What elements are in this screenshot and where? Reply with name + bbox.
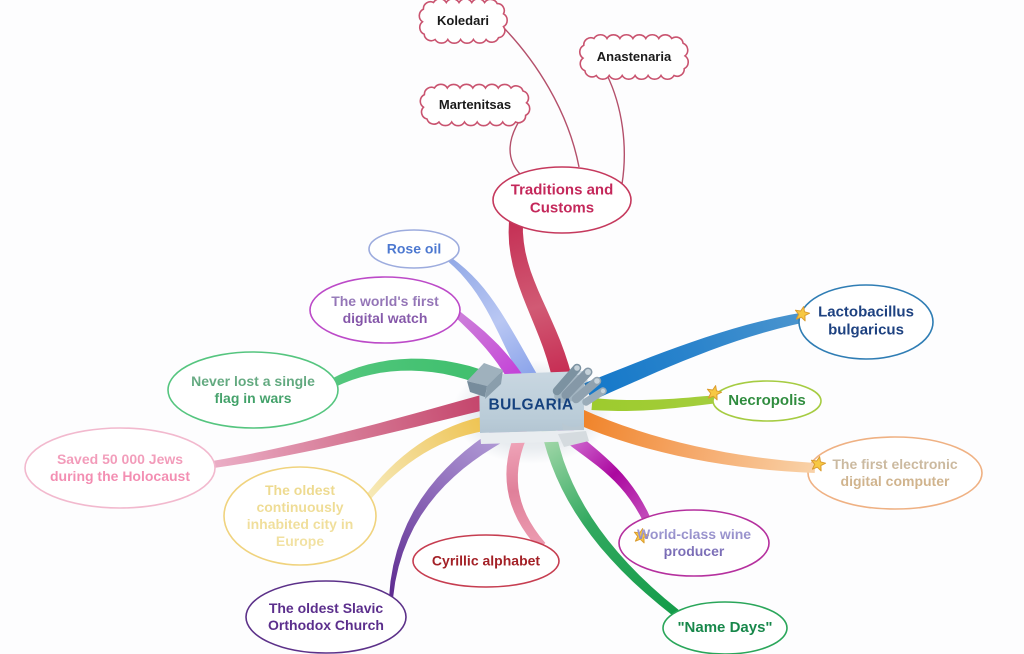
connector-anastenaria xyxy=(606,74,625,185)
label-anastenaria[interactable]: Anastenaria xyxy=(579,49,689,65)
branch-lactobacillus xyxy=(584,312,807,401)
label-flag[interactable]: Never lost a single flag in wars xyxy=(182,373,324,407)
label-martenitsas[interactable]: Martenitsas xyxy=(420,97,530,113)
branch-rose-oil xyxy=(447,257,545,397)
label-cyrillic[interactable]: Cyrillic alphabet xyxy=(418,552,554,569)
branch-wine xyxy=(555,422,652,524)
branch-cyrillic xyxy=(506,427,546,549)
finger-cap xyxy=(574,365,580,371)
label-jews[interactable]: Saved 50 000 Jews during the Holocaust xyxy=(41,451,199,485)
branch-name-days xyxy=(541,426,679,617)
node-flag[interactable] xyxy=(167,351,339,429)
label-lactobacillus[interactable]: Lactobacillus bulgaricus xyxy=(810,304,922,341)
node-rose-oil[interactable] xyxy=(368,229,460,269)
finger-cap xyxy=(594,378,600,384)
finger-icon xyxy=(552,363,582,396)
thumb-side-face xyxy=(485,370,503,399)
page-curl-icon xyxy=(562,423,584,430)
connector-koledari xyxy=(502,26,580,168)
node-computer[interactable] xyxy=(807,436,983,510)
label-traditions[interactable]: Traditions and Customs xyxy=(500,182,624,219)
node-traditions[interactable] xyxy=(492,166,632,234)
node-martenitsas[interactable] xyxy=(419,83,531,127)
node-wine[interactable] xyxy=(618,509,770,577)
star-icon[interactable] xyxy=(706,385,723,401)
finger-icon xyxy=(571,376,602,404)
page-fold-flap xyxy=(558,431,589,447)
label-koledari[interactable]: Koledari xyxy=(418,13,508,29)
label-necropolis[interactable]: Necropolis xyxy=(717,392,817,410)
node-lactobacillus[interactable] xyxy=(798,284,934,360)
branch-necropolis xyxy=(591,395,719,411)
finger-cap xyxy=(600,388,606,394)
finger-icon xyxy=(561,367,593,400)
node-cyrillic[interactable] xyxy=(412,534,560,588)
branch-flag xyxy=(331,358,506,393)
node-necropolis[interactable] xyxy=(712,380,822,422)
label-digital-watch[interactable]: The world's first digital watch xyxy=(321,293,449,327)
node-anastenaria[interactable] xyxy=(579,34,689,80)
node-church[interactable] xyxy=(245,580,407,654)
center-sign-edge xyxy=(480,430,585,444)
star-icon[interactable] xyxy=(794,306,811,322)
label-church[interactable]: The oldest Slavic Orthodox Church xyxy=(256,600,396,634)
hand-holding-sign-icon xyxy=(467,363,607,447)
node-name-days[interactable] xyxy=(662,601,788,654)
branch-jews xyxy=(209,390,502,469)
finger-icon xyxy=(582,387,607,406)
node-city[interactable] xyxy=(223,466,377,566)
node-koledari[interactable] xyxy=(418,0,508,44)
label-bulgaria[interactable]: BULGARIA xyxy=(461,397,601,416)
thumb-front-face xyxy=(467,381,487,397)
label-city[interactable]: The oldest continuously inhabited city i… xyxy=(240,482,360,550)
label-rose-oil[interactable]: Rose oil xyxy=(369,240,459,257)
branch-computer xyxy=(574,408,816,473)
thumb-top-face xyxy=(467,363,503,386)
finger-cap xyxy=(585,369,591,375)
node-digital-watch[interactable] xyxy=(309,276,461,344)
label-wine[interactable]: World-class wine producer xyxy=(624,526,764,560)
star-icon[interactable] xyxy=(633,528,650,544)
label-name-days[interactable]: "Name Days" xyxy=(665,619,785,637)
node-jews[interactable] xyxy=(24,427,216,509)
label-computer[interactable]: The first electronic digital computer xyxy=(821,456,969,490)
branch-traditions xyxy=(508,220,575,394)
star-icon[interactable] xyxy=(810,456,827,472)
